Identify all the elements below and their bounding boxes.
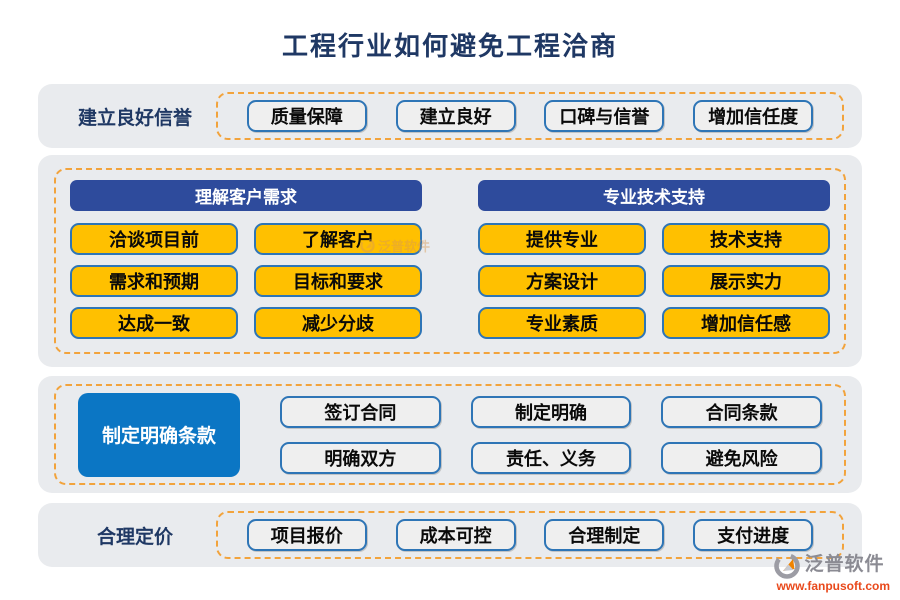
strategies-dashed-group: 理解客户需求 洽谈项目前 了解客户 需求和预期 目标和要求 达成一致 减少分歧 … <box>54 168 846 354</box>
node-make-clear: 制定明确 <box>470 395 632 428</box>
node-increase-trust-feeling: 增加信任感 <box>662 307 830 339</box>
column-technical-support: 专业技术支持 提供专业 技术支持 方案设计 展示实力 专业素质 增加信任感 <box>478 180 830 342</box>
brand-url: www.fanpusoft.com <box>776 578 890 593</box>
understand-customer-grid: 洽谈项目前 了解客户 需求和预期 目标和要求 达成一致 减少分歧 <box>70 223 422 339</box>
node-before-negotiation: 洽谈项目前 <box>70 223 238 255</box>
node-goals-requirements: 目标和要求 <box>254 265 422 297</box>
node-provide-professional: 提供专业 <box>478 223 646 255</box>
page-title: 工程行业如何避免工程洽商 <box>281 31 618 61</box>
node-establish-good: 建立良好 <box>395 100 516 132</box>
node-contract-terms: 合同条款 <box>661 395 822 428</box>
node-payment-schedule: 支付进度 <box>693 519 814 551</box>
node-needs-expectations: 需求和预期 <box>70 265 238 297</box>
technical-support-grid: 提供专业 技术支持 方案设计 展示实力 专业素质 增加信任感 <box>478 223 830 339</box>
node-clarify-both-parties: 明确双方 <box>280 441 441 474</box>
section-strategies: 理解客户需求 洽谈项目前 了解客户 需求和预期 目标和要求 达成一致 减少分歧 … <box>38 155 862 367</box>
brand-name: 泛普软件 <box>804 554 885 576</box>
node-word-of-mouth: 口碑与信誉 <box>544 100 665 132</box>
section-reputation: 建立良好信誉 质量保障 建立良好 口碑与信誉 增加信任度 <box>38 84 862 148</box>
fanpu-logo-icon <box>774 553 801 579</box>
terms-grid: 签订合同 制定明确 合同条款 明确双方 责任、义务 避免风险 <box>280 395 822 474</box>
node-reach-agreement: 达成一致 <box>70 307 238 339</box>
section-terms: 制定明确条款 签订合同 制定明确 合同条款 明确双方 责任、义务 避免风险 <box>38 376 862 493</box>
section-pricing: 合理定价 项目报价 成本可控 合理制定 支付进度 <box>38 503 862 567</box>
node-know-customer: 了解客户 <box>254 223 422 255</box>
node-increase-trust: 增加信任度 <box>693 100 814 132</box>
section-reputation-label: 建立良好信誉 <box>77 107 192 129</box>
node-quality-assurance: 质量保障 <box>246 100 367 132</box>
node-technical-support: 技术支持 <box>662 223 830 255</box>
footer-brand-block: 泛普软件 www.fanpusoft.com <box>774 553 890 593</box>
reputation-dashed-group: 质量保障 建立良好 口碑与信誉 增加信任度 <box>216 92 844 140</box>
node-avoid-risk: 避免风险 <box>661 441 822 474</box>
node-project-quotation: 项目报价 <box>246 519 367 551</box>
section-pricing-label: 合理定价 <box>96 526 173 548</box>
node-responsibility-obligation: 责任、义务 <box>470 441 632 474</box>
brand-row: 泛普软件 <box>774 553 884 579</box>
node-solution-design: 方案设计 <box>478 265 646 297</box>
node-make-clear-terms: 制定明确条款 <box>78 392 240 477</box>
column-understand-customer: 理解客户需求 洽谈项目前 了解客户 需求和预期 目标和要求 达成一致 减少分歧 <box>70 180 422 342</box>
node-show-strength: 展示实力 <box>662 265 830 297</box>
pricing-dashed-group: 项目报价 成本可控 合理制定 支付进度 <box>216 511 844 559</box>
node-reasonable-setting: 合理制定 <box>544 519 665 551</box>
column-header-technical-support: 专业技术支持 <box>478 180 830 211</box>
node-reduce-disputes: 减少分歧 <box>254 307 422 339</box>
node-professional-quality: 专业素质 <box>478 307 646 339</box>
node-sign-contract: 签订合同 <box>280 395 441 428</box>
column-header-understand-customer: 理解客户需求 <box>70 180 422 211</box>
node-cost-controllable: 成本可控 <box>395 519 516 551</box>
terms-dashed-group: 制定明确条款 签订合同 制定明确 合同条款 明确双方 责任、义务 避免风险 <box>54 384 846 485</box>
